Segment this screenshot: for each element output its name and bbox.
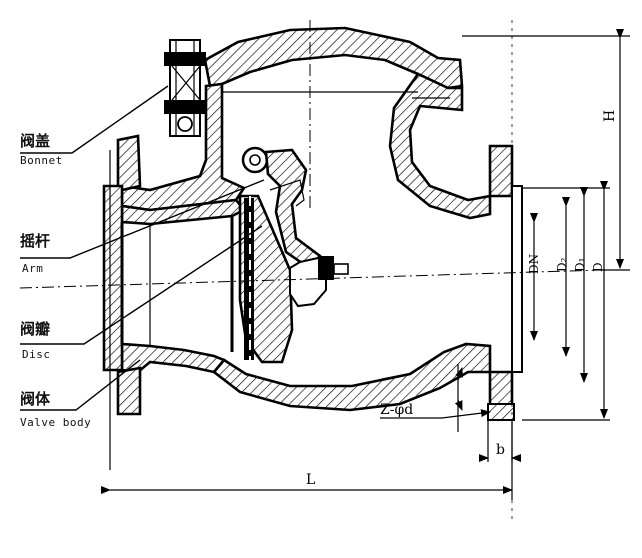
dim-D1-label: D₁ [573,258,587,272]
label-disc: 阀瓣 Disc [20,225,263,361]
dimension-holes: Z-φd [380,364,491,432]
dimension-L: L [101,420,513,500]
dim-DN-label: DN [527,254,541,274]
label-arm-zh: 摇杆 [20,232,50,250]
label-arm: 摇杆 Arm [20,179,265,275]
label-valve-body: 阀体 Valve body [20,359,141,429]
label-body-zh: 阀体 [20,390,51,408]
dim-H-label: H [602,110,618,122]
dim-L-label: L [306,472,315,488]
bonnet-bolt [164,39,206,137]
outlet-flange [487,144,523,421]
label-body-en: Valve body [20,416,91,429]
inlet-flange [102,134,142,470]
label-disc-zh: 阀瓣 [20,320,50,338]
dimension-H: H [462,29,630,271]
dimension-b: b [479,420,521,462]
label-bonnet-en: Bonnet [20,154,63,167]
label-bonnet: 阀盖 Bonnet [20,85,169,167]
dim-b-label: b [496,442,505,458]
valve-body-shell [120,72,492,412]
dim-D2-label: D₂ [555,257,569,272]
disc-assembly [238,194,349,364]
label-bonnet-zh: 阀盖 [20,132,50,150]
dimension-diameters: DN D₂ D₁ D [522,181,610,421]
dim-holes-label: Z-φd [380,402,413,418]
bore-outlines [120,91,450,352]
label-arm-en: Arm [22,262,43,275]
dim-D-label: D [591,262,605,272]
label-disc-en: Disc [22,348,51,361]
